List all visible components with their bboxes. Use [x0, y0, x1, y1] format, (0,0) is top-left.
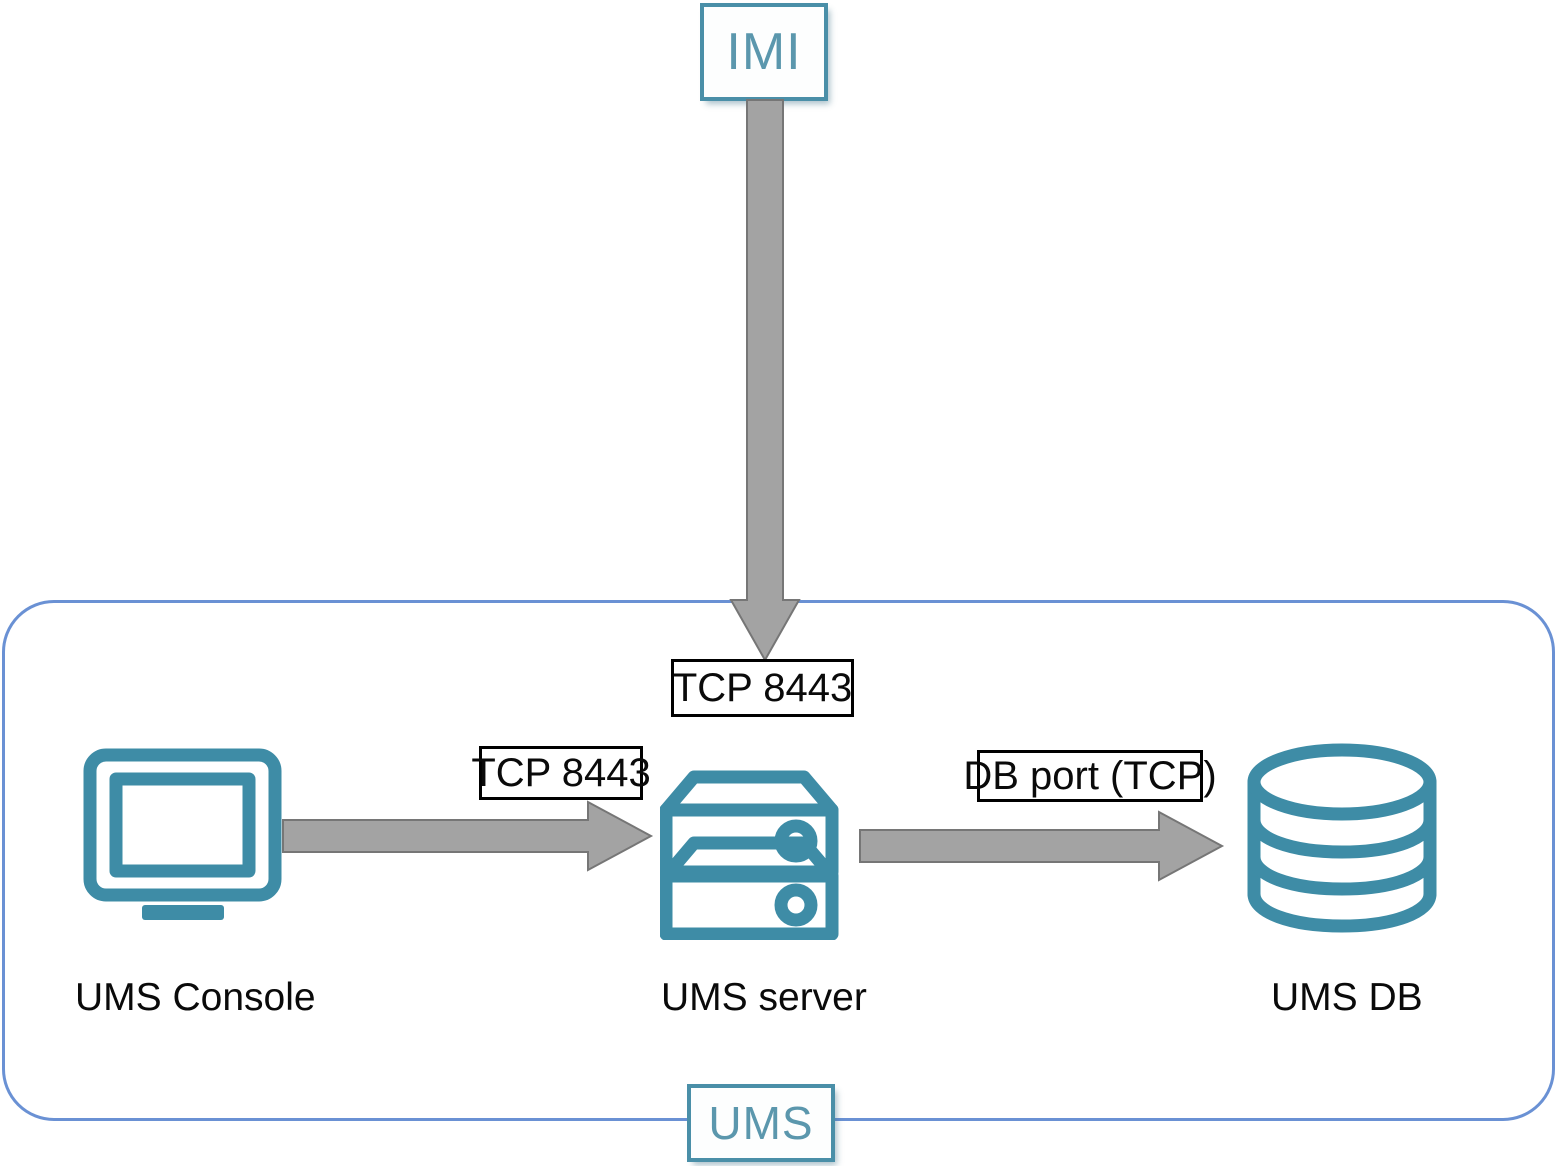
monitor-icon[interactable]: [80, 745, 285, 930]
caption-ums-server: UMS server: [661, 976, 867, 1019]
arrow-console-to-server: [282, 800, 654, 872]
imi-label: IMI: [726, 23, 802, 81]
port-label-text: TCP 8443: [471, 751, 651, 795]
arrow-imi-to-server: [729, 99, 801, 663]
port-label-server-to-db[interactable]: DB port (TCP): [963, 750, 1217, 802]
arrow-server-to-db: [859, 810, 1225, 882]
ums-boundary-label-box[interactable]: UMS: [687, 1084, 835, 1162]
server-icon[interactable]: [660, 735, 865, 940]
database-icon[interactable]: [1240, 742, 1445, 937]
port-label-console-to-server[interactable]: TCP 8443: [471, 746, 651, 800]
port-label-imi-to-server[interactable]: TCP 8443: [671, 659, 854, 717]
caption-ums-console: UMS Console: [75, 976, 316, 1019]
imi-system-box[interactable]: IMI: [700, 3, 828, 101]
caption-ums-db: UMS DB: [1271, 976, 1423, 1019]
port-label-text: TCP 8443: [672, 666, 853, 710]
ums-boundary-label: UMS: [708, 1097, 814, 1149]
port-label-text: DB port (TCP): [963, 754, 1217, 798]
